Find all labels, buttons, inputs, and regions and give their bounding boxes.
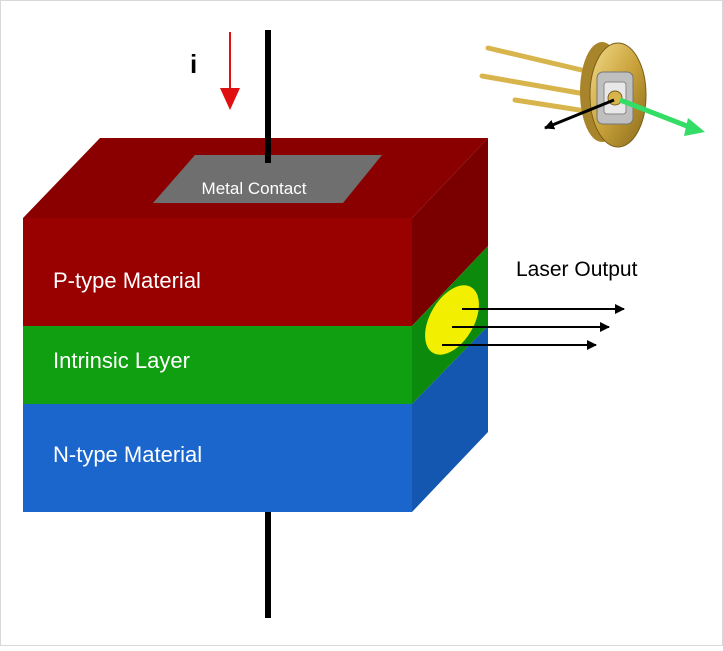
metal-contact-pad <box>153 155 382 203</box>
current-label: i <box>190 49 197 79</box>
n-layer-side <box>412 326 488 512</box>
intrinsic-label: Intrinsic Layer <box>53 348 190 373</box>
n-type-label: N-type Material <box>53 442 202 467</box>
p-layer-side <box>412 138 488 326</box>
laser-diode-package-illustration <box>479 42 705 148</box>
laser-output-label: Laser Output <box>516 258 638 281</box>
emission-spot <box>425 285 479 355</box>
p-type-label: P-type Material <box>53 268 201 293</box>
n-layer-front <box>23 404 412 512</box>
metal-contact-label: Metal Contact <box>202 179 307 198</box>
current-arrow-head <box>220 88 240 110</box>
intrinsic-layer-front <box>23 326 412 404</box>
p-layer-front <box>23 218 412 326</box>
